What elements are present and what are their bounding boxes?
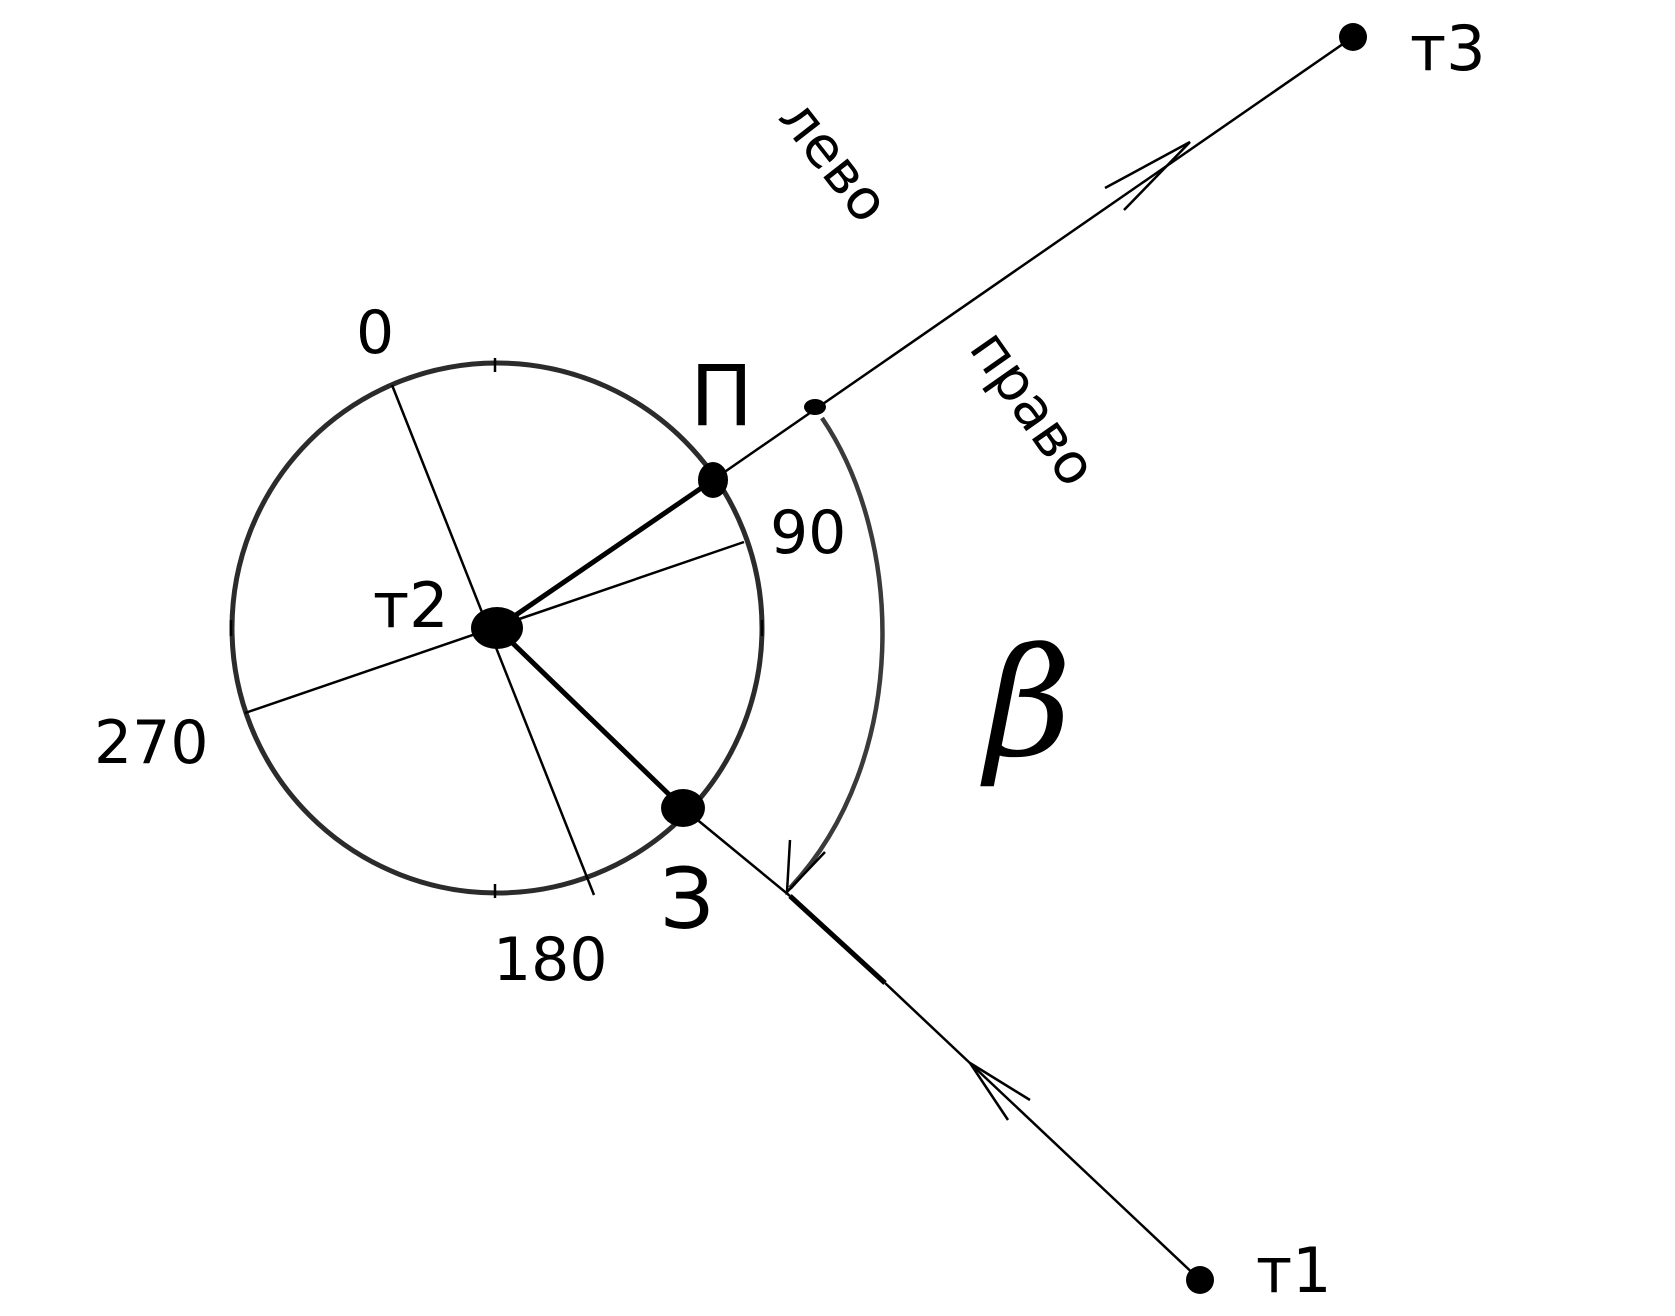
- label-left: лево: [766, 87, 902, 235]
- label-angle-beta: β: [980, 617, 1072, 791]
- point-p: [698, 462, 728, 498]
- label-p-marker: П: [690, 347, 753, 445]
- label-deg-270: 270: [94, 708, 209, 778]
- angle-arc: [788, 416, 885, 890]
- direction-arrow-t1: [968, 1061, 1031, 1121]
- line-to-t1-thin: [682, 807, 791, 897]
- point-t3: [1339, 23, 1367, 51]
- label-deg-180: 180: [493, 925, 608, 995]
- label-deg-0: 0: [356, 298, 394, 368]
- point-arc-start: [804, 399, 826, 415]
- label-deg-90: 90: [770, 498, 846, 568]
- label-t3: т3: [1410, 12, 1486, 85]
- ray-t2-p: [495, 477, 715, 631]
- ray-t2-z: [495, 626, 685, 810]
- angle-arc-arrowhead: [785, 839, 826, 896]
- label-right: право: [957, 319, 1110, 499]
- direction-arrow-t3: [1104, 140, 1191, 211]
- label-z-marker: З: [660, 850, 714, 948]
- label-t1: т1: [1256, 1234, 1332, 1307]
- line-to-t1-thick: [788, 894, 887, 985]
- point-t1: [1186, 1266, 1214, 1294]
- line-to-t1: [884, 982, 1201, 1281]
- point-z: [661, 789, 705, 827]
- point-t2: [471, 607, 523, 649]
- label-t2: т2: [373, 569, 449, 642]
